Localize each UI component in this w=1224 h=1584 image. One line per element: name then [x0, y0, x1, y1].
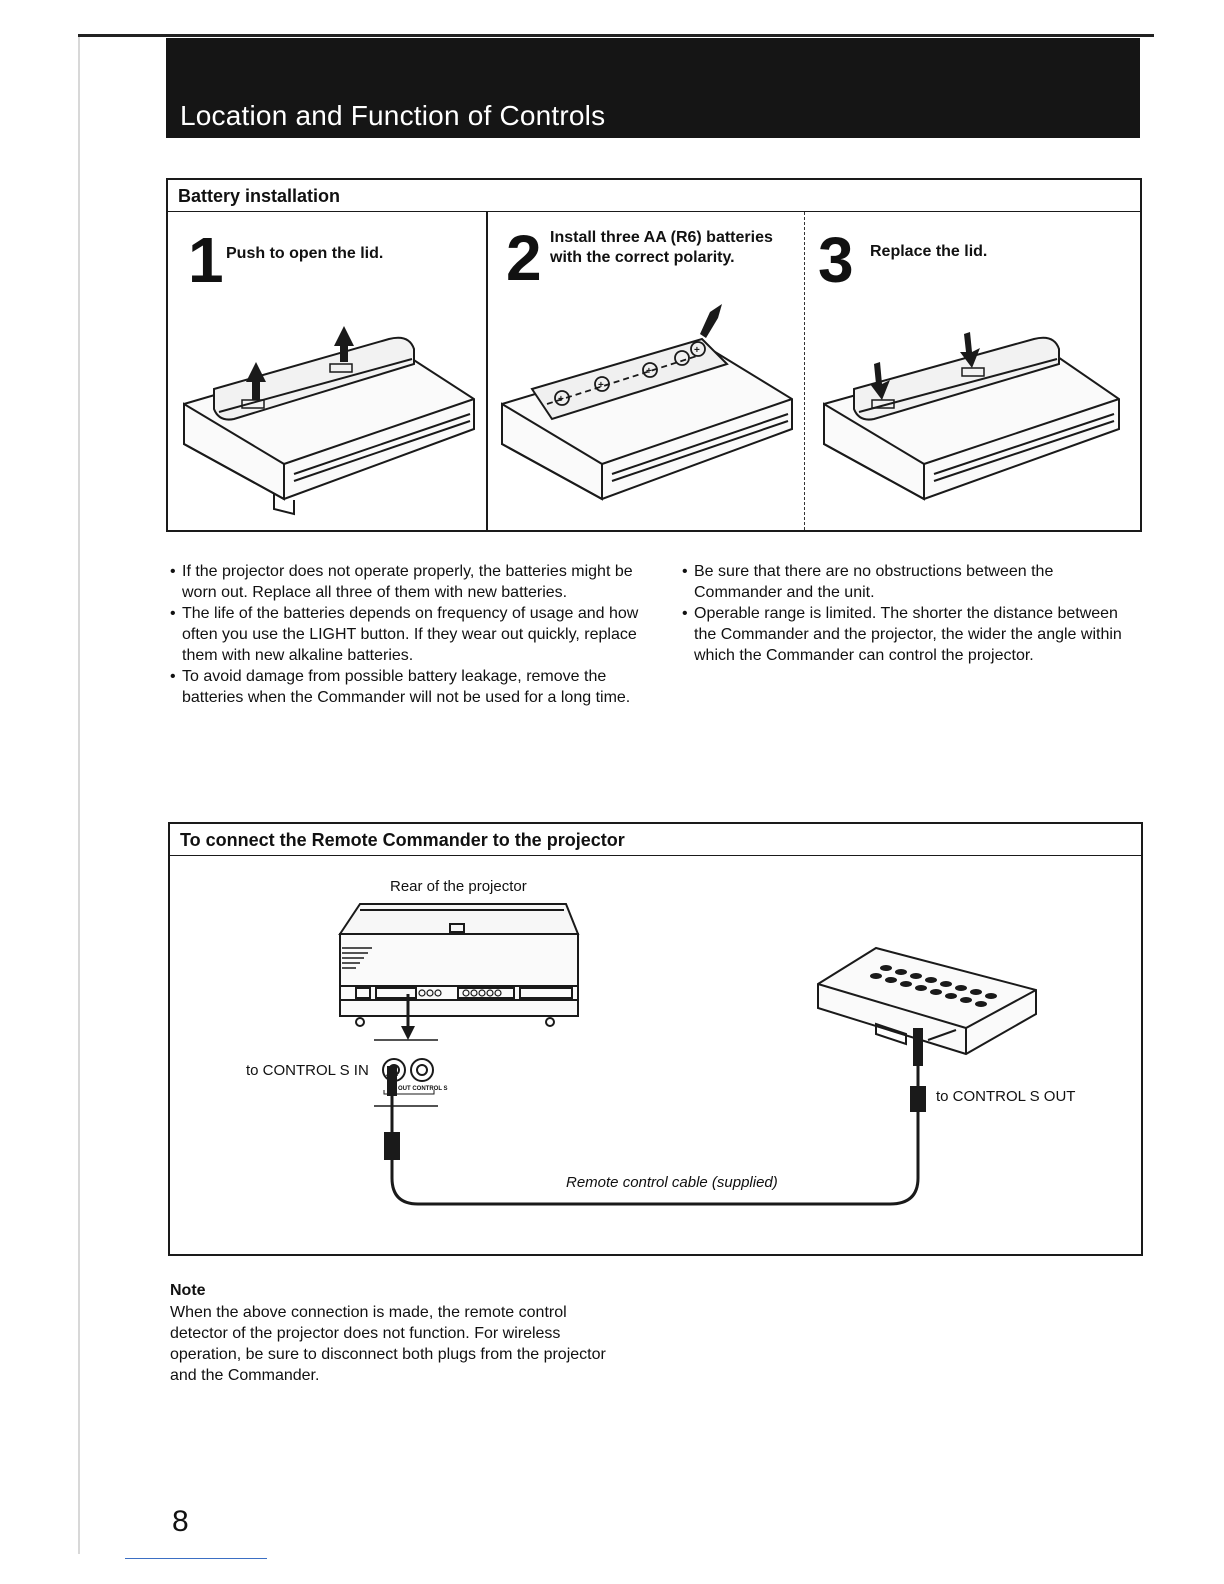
page-title: Location and Function of Controls: [180, 100, 606, 131]
battery-heading: Battery installation: [168, 180, 1140, 212]
svg-text:+: +: [646, 366, 652, 377]
cable-label: Remote control cable (supplied): [566, 1174, 778, 1191]
step-1-text: Push to open the lid.: [226, 245, 384, 262]
control-s-in-label: to CONTROL S IN: [246, 1062, 369, 1079]
commander-open-lid-illustration: [183, 326, 475, 516]
battery-step-2: 2 Install three AA (R6) batteries with t…: [488, 214, 804, 530]
jack-bracket-lines: [374, 1039, 438, 1107]
page-number: 8: [172, 1505, 189, 1538]
footer-rule: [125, 1558, 267, 1559]
control-s-out-label: to CONTROL S OUT: [936, 1088, 1076, 1105]
connection-box: To connect the Remote Commander to the p…: [168, 822, 1143, 1256]
list-item: Be sure that there are no obstructions b…: [682, 561, 1132, 603]
svg-text:+: +: [598, 380, 604, 391]
rear-of-projector-label: Rear of the projector: [390, 878, 527, 895]
step-3-text: Replace the lid.: [870, 243, 988, 260]
list-item: Operable range is limited. The shorter t…: [682, 603, 1132, 666]
list-item: The life of the batteries depends on fre…: [170, 603, 640, 666]
step-2-text: Install three AA (R6) batteries with the…: [550, 229, 773, 266]
battery-notes-left: If the projector does not operate proper…: [170, 561, 640, 708]
remote-commander-illustration: [817, 946, 1037, 1056]
battery-installation-box: Battery installation 1 Push to open the …: [166, 178, 1142, 532]
step-3-number: 3: [818, 224, 854, 296]
list-item: To avoid damage from possible battery le…: [170, 666, 640, 708]
battery-step-3: 3 Replace the lid.: [806, 214, 1140, 530]
svg-text:+: +: [694, 345, 700, 356]
top-rule: [78, 34, 1154, 37]
battery-notes-right: Be sure that there are no obstructions b…: [682, 561, 1132, 666]
battery-step-1: 1 Push to open the lid.: [168, 214, 486, 530]
jack-label: OUT CONTROL S: [398, 1086, 448, 1092]
battery-insertion-illustration: + + + +: [501, 304, 793, 501]
svg-text:+: +: [558, 394, 564, 405]
section-title-bar: Location and Function of Controls: [166, 38, 1140, 138]
connection-heading: To connect the Remote Commander to the p…: [170, 824, 1141, 856]
step-1-number: 1: [188, 224, 224, 296]
commander-close-lid-illustration: [823, 332, 1120, 501]
projector-rear-illustration: [338, 903, 580, 1027]
page-margin-line: [78, 34, 80, 1554]
step-divider-2: [804, 212, 805, 530]
connection-arrow-down: [401, 994, 415, 1040]
remote-control-cable: [384, 1028, 926, 1206]
note-heading: Note: [170, 1282, 206, 1299]
step-2-number: 2: [506, 222, 542, 294]
note-text: When the above connection is made, the r…: [170, 1304, 606, 1384]
step-divider-1: [486, 212, 488, 530]
list-item: If the projector does not operate proper…: [170, 561, 640, 603]
